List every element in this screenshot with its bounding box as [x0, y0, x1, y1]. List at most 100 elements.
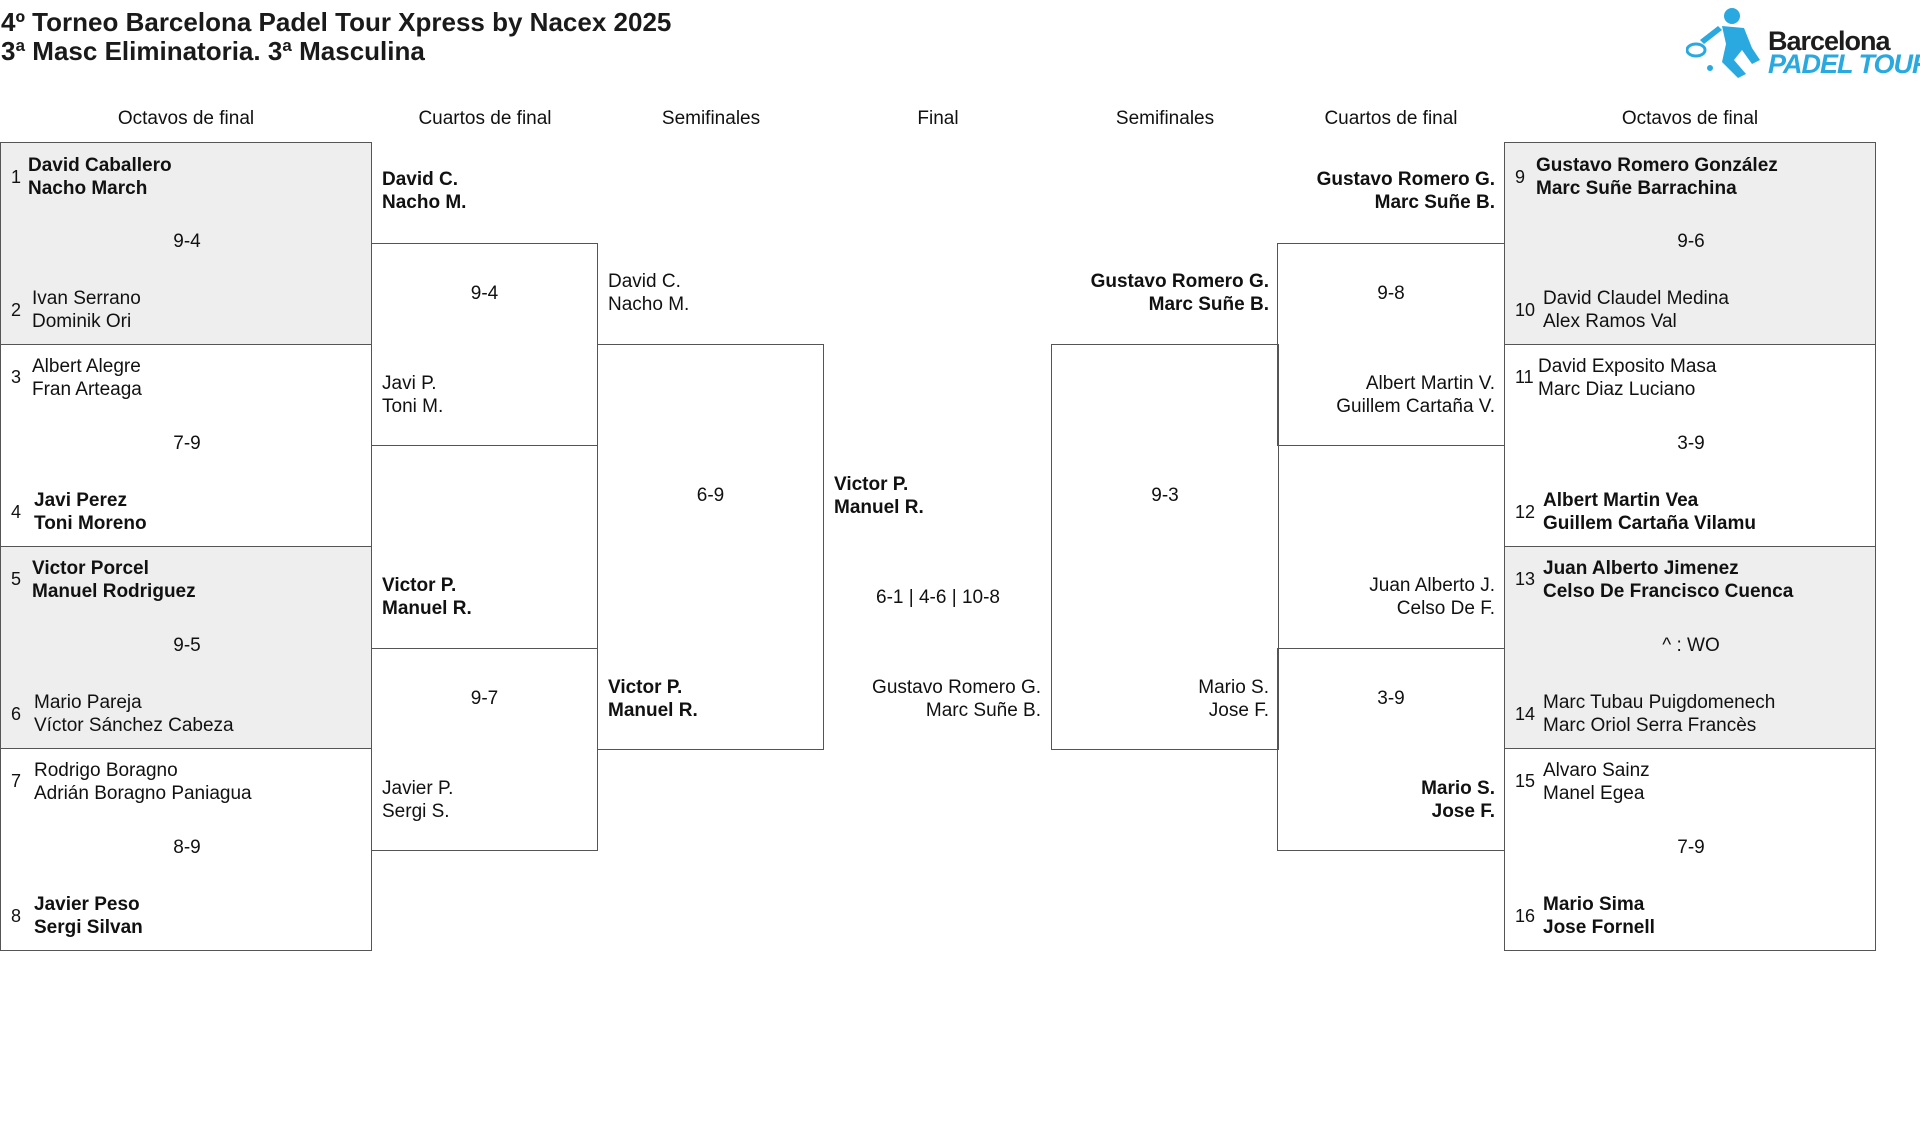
- round-label-left-cuartos: Cuartos de final: [418, 108, 552, 129]
- player-name: Nacho March: [28, 178, 148, 199]
- player-name: Víctor Sánchez Cabeza: [34, 715, 234, 736]
- player-name: Marc Suñe Barrachina: [1536, 178, 1737, 199]
- player-name: Javier Peso: [34, 894, 140, 915]
- player-name: Marc Tubau Puigdomenech: [1543, 692, 1776, 713]
- seed-number: 9: [1515, 167, 1526, 187]
- final-score: 6-1 | 4-6 | 10-8: [876, 587, 1000, 608]
- player-name: Jose F.: [1208, 700, 1269, 721]
- player-name: David Caballero: [28, 155, 172, 176]
- team-entry: Victor P. Manuel R.: [834, 473, 924, 519]
- match-score: 9-8: [1377, 283, 1405, 304]
- team-entry: Gustavo Romero G. Marc Suñe B.: [1091, 270, 1269, 316]
- match-score: 6-9: [696, 485, 725, 506]
- barcelona-padel-tour-logo: Barcelona PADEL TOUR: [1686, 4, 1920, 84]
- player-name: Guillem Cartaña V.: [1336, 396, 1495, 417]
- match-score: 9-7: [470, 688, 499, 709]
- player-name: Gustavo Romero González: [1536, 155, 1778, 176]
- seed-number: 14: [1515, 704, 1536, 724]
- round-label-final: Final: [917, 108, 959, 129]
- player-name: Albert Alegre: [32, 356, 141, 377]
- player-name: Albert Martin Vea: [1543, 490, 1699, 511]
- match-score: 8-9: [173, 837, 201, 858]
- team-entry: Gustavo Romero G. Marc Suñe B.: [872, 676, 1041, 722]
- player-name: Marc Suñe B.: [1374, 192, 1495, 213]
- round-label-right-octavos: Octavos de final: [1621, 108, 1759, 129]
- match-left-r1-1: 1 David Caballero Nacho March 9-4 2 Ivan…: [0, 142, 372, 345]
- team-entry: Gustavo Romero González Marc Suñe Barrac…: [1536, 154, 1778, 200]
- tournament-title: 4º Torneo Barcelona Padel Tour Xpress by…: [1, 7, 672, 37]
- team-entry: Mario S. Jose F.: [1198, 676, 1269, 722]
- player-name: Manuel R.: [608, 700, 698, 721]
- team-entry: Albert Alegre Fran Arteaga: [32, 355, 142, 401]
- player-name: Toni Moreno: [34, 513, 147, 534]
- match-left-r1-2: 3 Albert Alegre Fran Arteaga 7-9 4 Javi …: [0, 344, 372, 547]
- logo-text-barcelona: Barcelona: [1768, 26, 1891, 56]
- team-entry: Victor P. Manuel R.: [608, 676, 698, 722]
- team-entry: Mario S. Jose F.: [1421, 777, 1495, 823]
- player-name: Jose F.: [1431, 801, 1495, 822]
- player-name: Alvaro Sainz: [1543, 760, 1650, 781]
- round-label-left-octavos: Octavos de final: [117, 108, 255, 129]
- player-name: Mario Pareja: [34, 692, 142, 713]
- player-name: Dominik Ori: [32, 311, 132, 332]
- team-entry: Mario Sima Jose Fornell: [1543, 893, 1655, 939]
- team-entry: Albert Martin Vea Guillem Cartaña Vilamu: [1543, 489, 1756, 535]
- match-score: 3-9: [1377, 688, 1405, 709]
- match-score: 9-3: [1151, 485, 1179, 506]
- team-entry: Javier Peso Sergi Silvan: [34, 893, 143, 939]
- team-entry: Ivan Serrano Dominik Ori: [32, 287, 141, 333]
- team-entry: David Caballero Nacho March: [28, 154, 172, 200]
- team-entry: Victor Porcel Manuel Rodriguez: [32, 557, 196, 603]
- seed-number: 16: [1515, 906, 1536, 926]
- team-entry: Victor P. Manuel R.: [382, 574, 472, 620]
- player-name: Victor P.: [608, 677, 683, 698]
- player-name: Marc Oriol Serra Francès: [1543, 715, 1757, 736]
- bracket-connector-right-sf: [1051, 344, 1279, 750]
- seed-number: 5: [11, 569, 22, 589]
- team-entry: Alvaro Sainz Manel Egea: [1543, 759, 1650, 805]
- player-name: David C.: [382, 169, 459, 190]
- player-name: Manuel R.: [382, 598, 472, 619]
- player-name: Rodrigo Boragno: [34, 760, 178, 781]
- player-name: Celso De F.: [1396, 598, 1495, 619]
- seed-number: 11: [1515, 367, 1534, 387]
- tournament-subtitle: 3ª Masc Eliminatoria. 3ª Masculina: [1, 36, 425, 66]
- player-name: Gustavo Romero G.: [1316, 169, 1495, 190]
- player-name: Guillem Cartaña Vilamu: [1543, 513, 1756, 534]
- player-name: Marc Suñe B.: [925, 700, 1041, 721]
- round-label-right-cuartos: Cuartos de final: [1324, 108, 1458, 129]
- match-right-r1-4: 15 Alvaro Sainz Manel Egea 7-9 16 Mario …: [1504, 748, 1876, 951]
- player-name: Mario Sima: [1543, 894, 1645, 915]
- match-right-r1-1: 9 Gustavo Romero González Marc Suñe Barr…: [1504, 142, 1876, 345]
- player-name: David C.: [608, 271, 681, 292]
- player-name: Jose Fornell: [1543, 917, 1655, 938]
- player-name: Adrián Boragno Paniagua: [34, 783, 252, 804]
- seed-number: 4: [11, 502, 22, 522]
- seed-number: 3: [11, 367, 22, 387]
- player-name: Mario S.: [1421, 778, 1495, 799]
- player-name: Victor P.: [382, 575, 457, 596]
- team-entry: David C. Nacho M.: [608, 270, 689, 316]
- seed-number: 8: [11, 906, 22, 926]
- round-label-right-semis: Semifinales: [1115, 108, 1215, 129]
- match-score: 9-4: [470, 283, 499, 304]
- logo-text-padel-tour: PADEL TOUR: [1768, 49, 1920, 79]
- player-name: Mario S.: [1198, 677, 1269, 698]
- match-score: 7-9: [1677, 837, 1705, 858]
- team-entry: Juan Alberto Jimenez Celso De Francisco …: [1543, 557, 1793, 603]
- player-name: Alex Ramos Val: [1543, 311, 1677, 332]
- seed-number: 1: [11, 167, 22, 187]
- player-name: Juan Alberto Jimenez: [1543, 558, 1739, 579]
- team-entry: Javi Perez Toni Moreno: [34, 489, 147, 535]
- seed-number: 12: [1515, 502, 1536, 522]
- player-name: Gustavo Romero G.: [1090, 271, 1269, 292]
- player-name: David Claudel Medina: [1543, 288, 1729, 309]
- padel-player-icon: [1686, 8, 1760, 78]
- player-name: Nacho M.: [382, 192, 467, 213]
- round-label-left-semis: Semifinales: [661, 108, 761, 129]
- player-name: Gustavo Romero G.: [872, 677, 1041, 698]
- player-name: Nacho M.: [608, 294, 690, 315]
- player-name: Ivan Serrano: [32, 288, 141, 309]
- match-left-r1-4: 7 Rodrigo Boragno Adrián Boragno Paniagu…: [0, 748, 372, 951]
- player-name: Fran Arteaga: [32, 379, 142, 400]
